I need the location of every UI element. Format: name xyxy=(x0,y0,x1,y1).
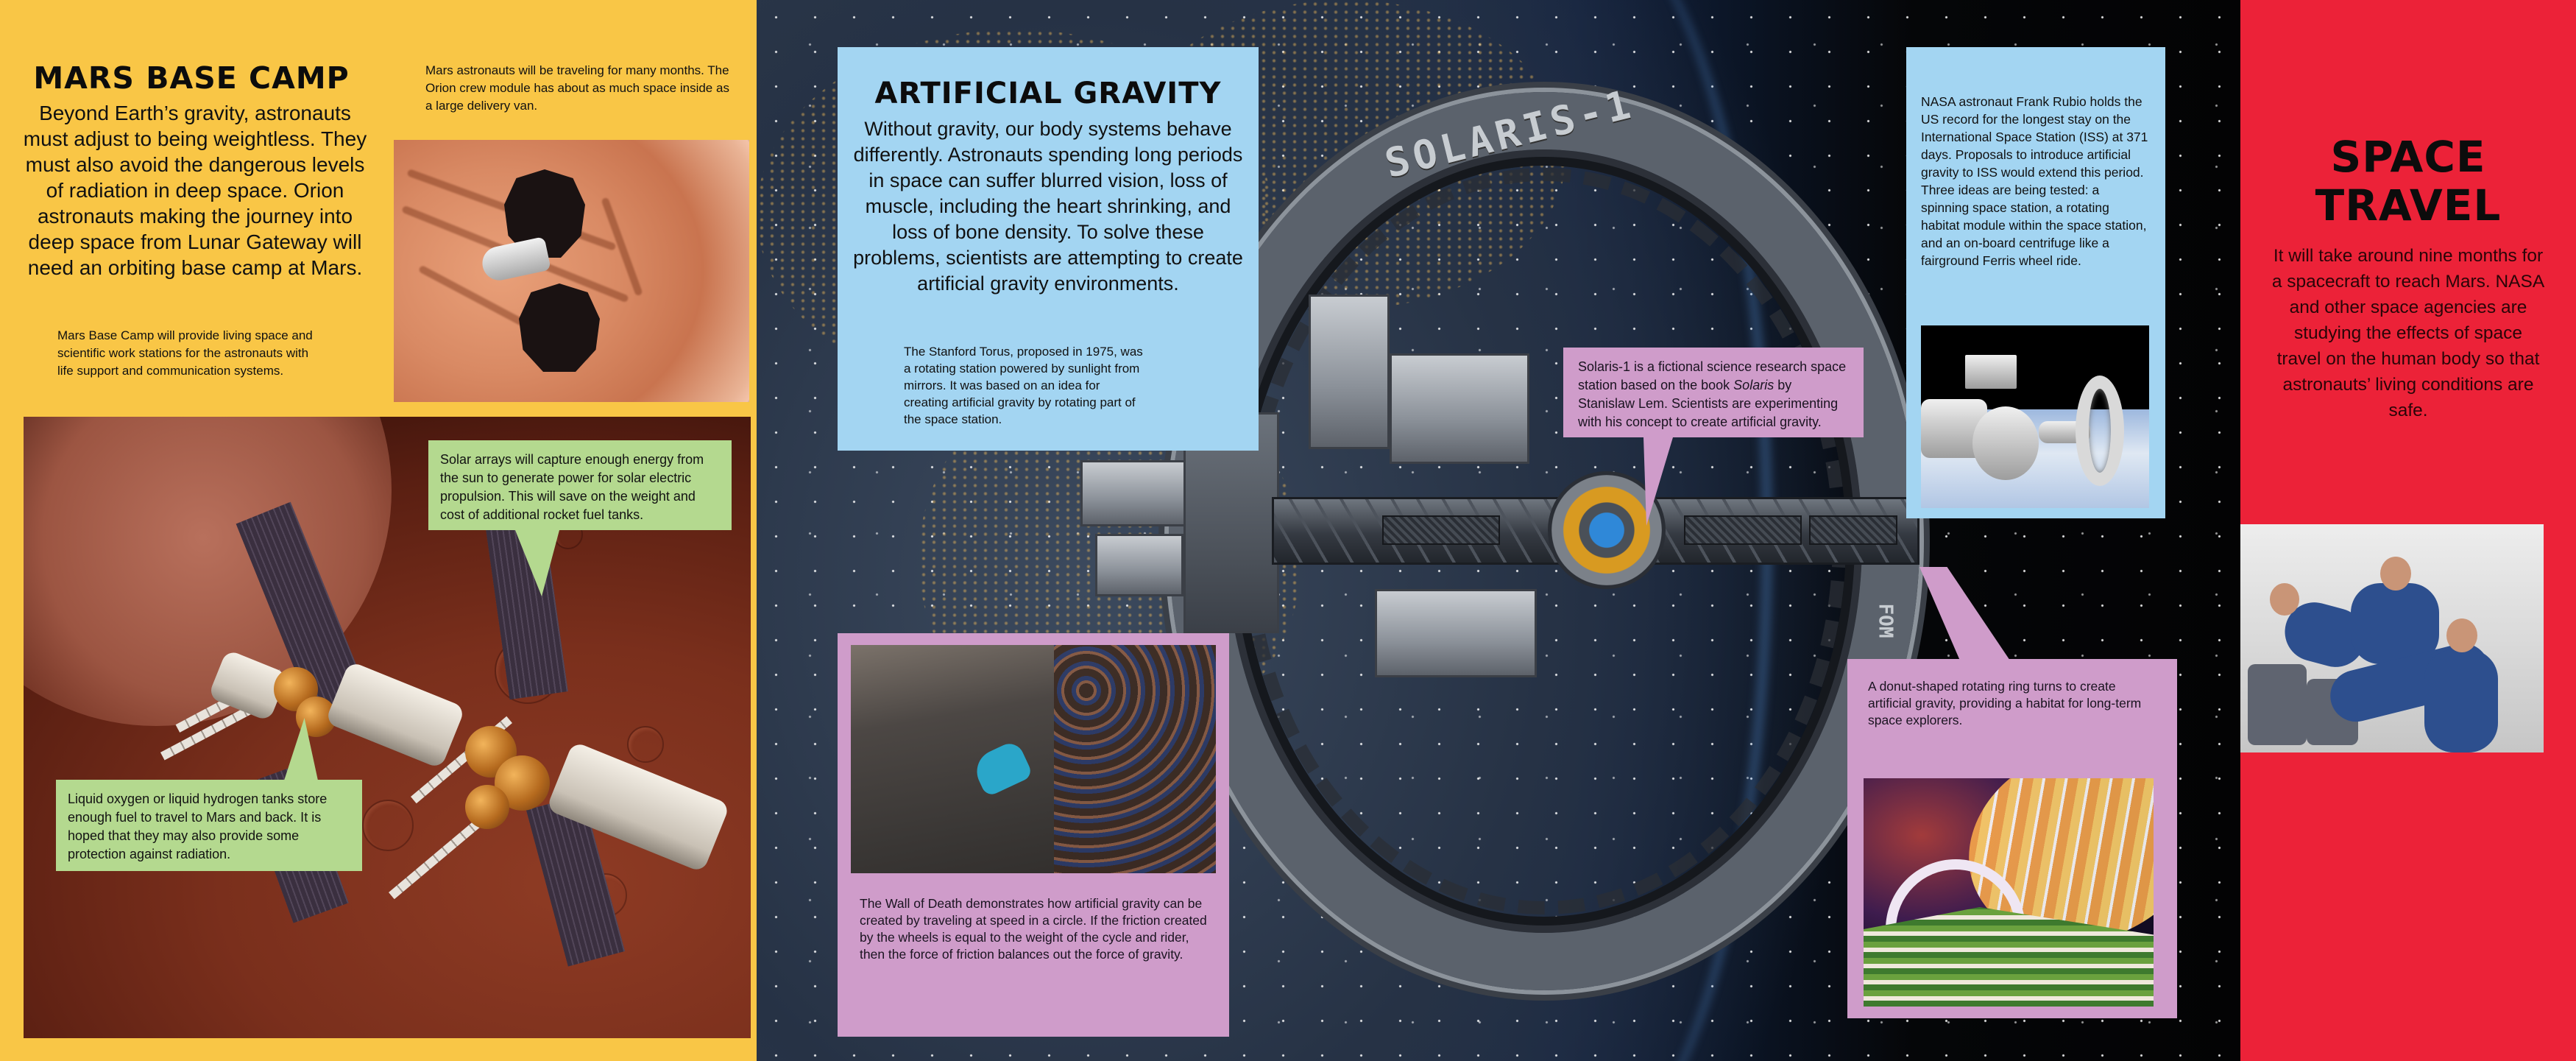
iss-record-text: NASA astronaut Frank Rubio holds the US … xyxy=(1921,94,2148,268)
habitat-module xyxy=(1095,534,1183,596)
solaris-callout-text-end: by Stanislaw Lem. Scientists are experim… xyxy=(1578,378,1839,429)
iss-centrifuge-photo xyxy=(1921,325,2149,508)
solaris-book-title: Solaris xyxy=(1733,378,1774,392)
artificial-gravity-panel: SOLARIS-1 FOM ARTIFICIAL GRAVITY Without… xyxy=(757,0,2240,1061)
rotating-ring-icon xyxy=(2076,376,2124,486)
habitat-module xyxy=(1080,460,1191,526)
basecamp-caption: Mars Base Camp will provide living space… xyxy=(57,328,313,378)
mars-base-camp-panel: MARS BASE CAMP Beyond Earth’s gravity, a… xyxy=(0,0,757,1061)
artificial-gravity-title: ARTIFICIAL GRAVITY xyxy=(874,77,1222,110)
solar-arrays-callout: Solar arrays will capture enough energy … xyxy=(428,440,732,530)
wall-of-death-box: The Wall of Death demonstrates how artif… xyxy=(838,633,1229,1037)
iss-record-box: NASA astronaut Frank Rubio holds the US … xyxy=(1906,47,2165,518)
donut-ring-box: A donut-shaped rotating ring turns to cr… xyxy=(1847,659,2177,1018)
zero-gravity-astronauts-photo xyxy=(2240,524,2544,752)
habitat-module xyxy=(1375,589,1537,677)
space-travel-title-line1: SPACE xyxy=(2330,132,2486,182)
space-travel-title: SPACE TRAVEL xyxy=(2240,133,2576,230)
solaris-callout-text: Solaris-1 is a fictional science researc… xyxy=(1578,359,1847,392)
solaris-callout: Solaris-1 is a fictional science researc… xyxy=(1563,348,1864,437)
orion-caption: Mars astronauts will be traveling for ma… xyxy=(425,63,729,113)
artificial-gravity-box: ARTIFICIAL GRAVITY Without gravity, our … xyxy=(838,47,1259,451)
habitat-module xyxy=(1309,295,1390,449)
habitat-module xyxy=(1390,353,1529,464)
space-travel-body: It will take around nine months for a sp… xyxy=(2271,246,2545,420)
station-partial-label: FOM xyxy=(1874,603,1897,638)
wall-of-death-photo xyxy=(851,645,1216,873)
mars-base-camp-title: MARS BASE CAMP xyxy=(33,60,350,96)
space-travel-title-line2: TRAVEL xyxy=(2315,180,2502,230)
mars-base-camp-intro: Beyond Earth’s gravity, astronauts must … xyxy=(23,102,367,279)
artificial-gravity-body: Without gravity, our body systems behave… xyxy=(853,118,1243,295)
solar-sail-icon xyxy=(519,283,600,372)
wall-of-death-caption: The Wall of Death demonstrates how artif… xyxy=(860,896,1207,962)
orion-over-mars-photo xyxy=(394,140,749,402)
torus-interior-illustration xyxy=(1864,778,2154,1007)
space-travel-panel: SPACE TRAVEL It will take around nine mo… xyxy=(2240,0,2576,1061)
stanford-torus-caption: The Stanford Torus, proposed in 1975, wa… xyxy=(904,345,1143,426)
donut-ring-caption: A donut-shaped rotating ring turns to cr… xyxy=(1868,679,2142,727)
fuel-tanks-callout: Liquid oxygen or liquid hydrogen tanks s… xyxy=(56,780,362,871)
